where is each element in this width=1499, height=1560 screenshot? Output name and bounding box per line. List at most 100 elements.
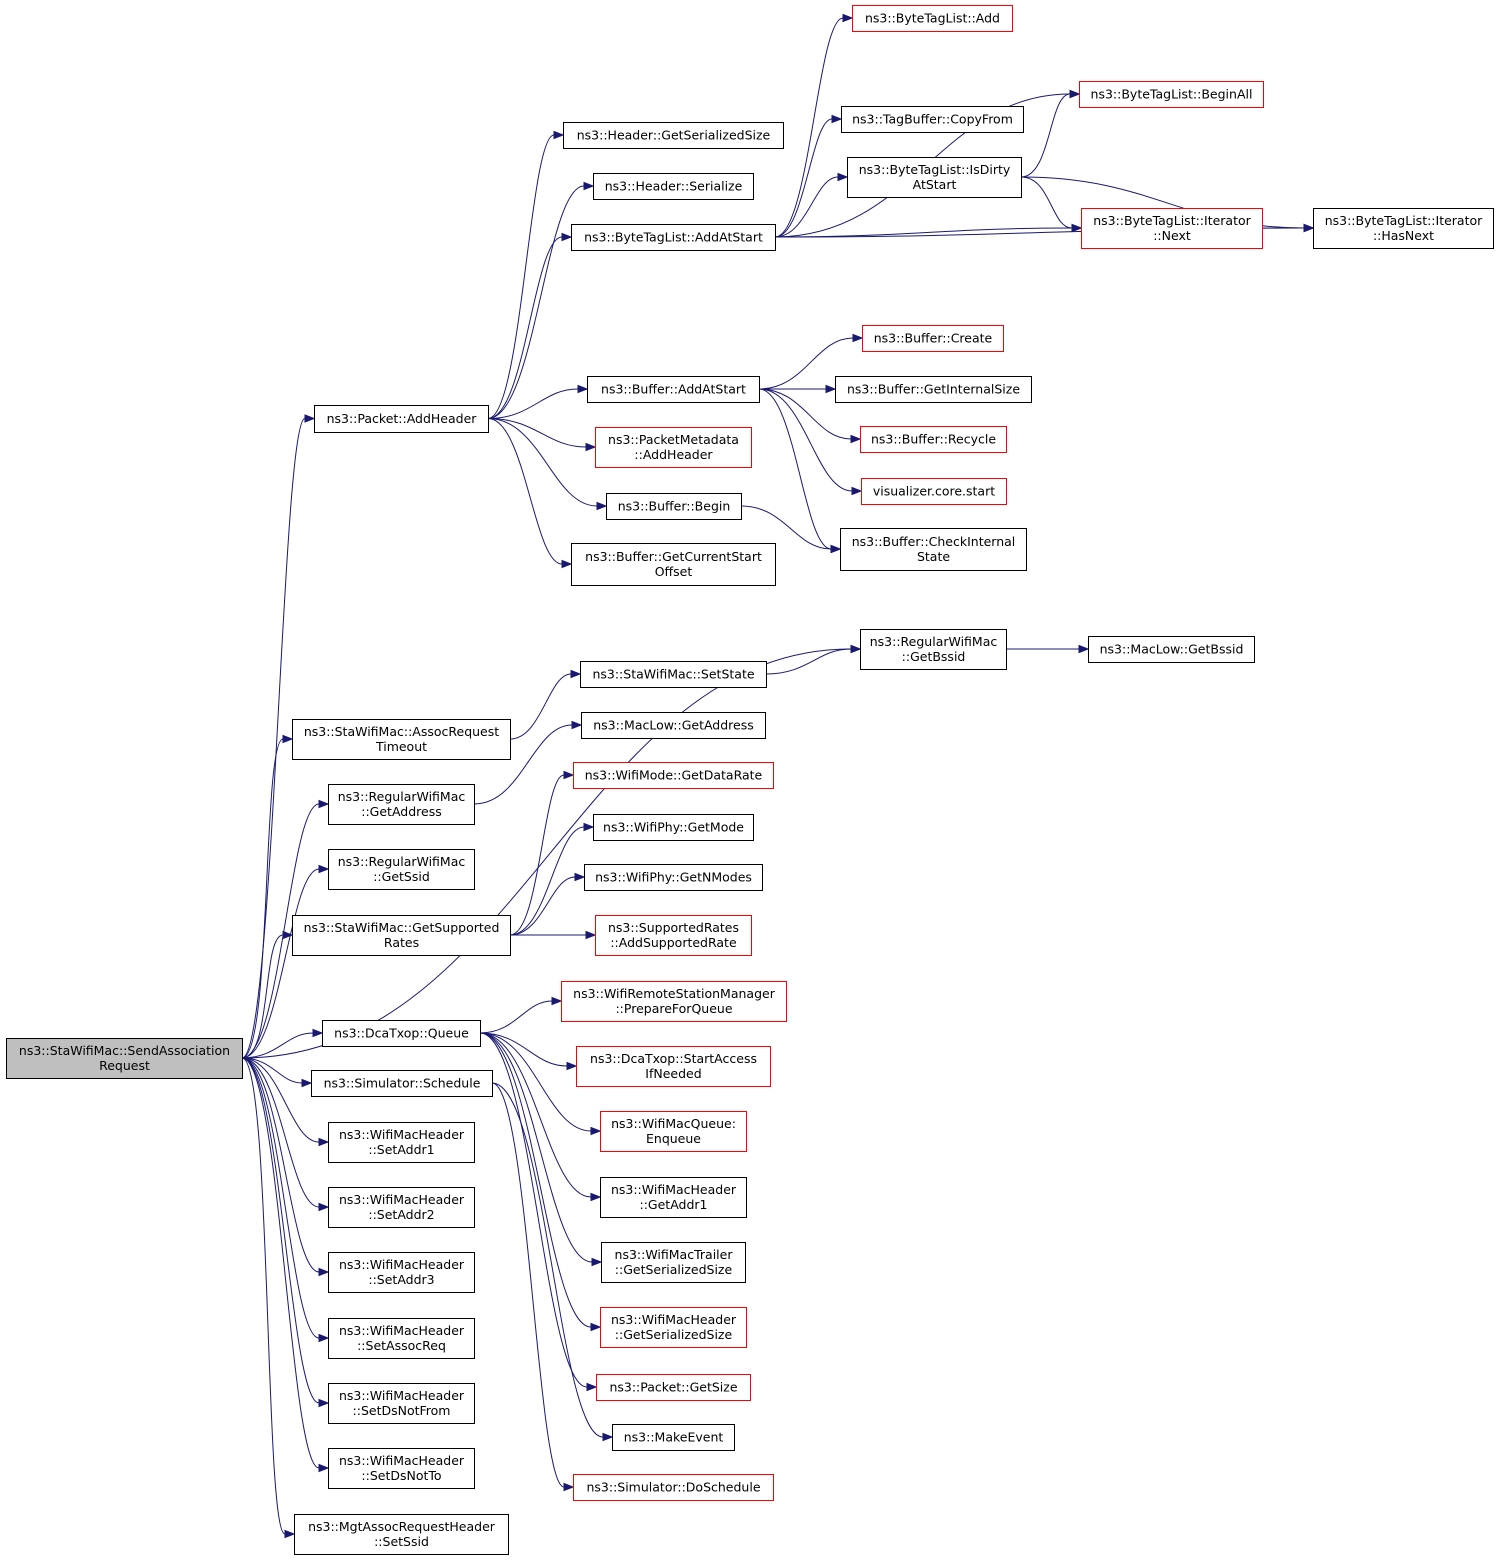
- arrowhead: [1303, 223, 1315, 233]
- node-label: ns3::WifiMacHeader: [339, 1388, 465, 1403]
- edge-assoc_timeout-to-sta_set_state: [509, 669, 582, 740]
- node-wrsm_prepare_for_queue[interactable]: ns3::WifiRemoteStationManager::PrepareFo…: [561, 981, 787, 1022]
- node-label: ::AddHeader: [634, 447, 713, 462]
- edge-root-to-get_supported_rates: [241, 930, 294, 1059]
- arrowhead: [591, 1257, 603, 1267]
- edge-sta_set_state-to-get_bssid: [765, 644, 862, 675]
- node-label: ::SetAddr1: [368, 1142, 434, 1157]
- arrowhead: [318, 799, 330, 809]
- node-label: ::AddSupportedRate: [610, 935, 737, 950]
- node-label: ns3::Simulator::Schedule: [324, 1076, 481, 1091]
- node-wmq_enqueue[interactable]: ns3::WifiMacQueue:Enqueue: [600, 1111, 747, 1152]
- arrowhead: [1071, 223, 1083, 233]
- node-hdr_get_serialized_size[interactable]: ns3::Header::GetSerializedSize: [563, 122, 784, 149]
- node-wm_get_data_rate[interactable]: ns3::WifiMode::GetDataRate: [573, 762, 774, 789]
- arrowhead: [318, 1333, 330, 1343]
- node-set_assoc_req[interactable]: ns3::WifiMacHeader::SetAssocReq: [328, 1318, 475, 1359]
- node-get_bssid[interactable]: ns3::RegularWifiMac::GetBssid: [860, 629, 1007, 670]
- arrowhead: [590, 1322, 602, 1332]
- node-pkt_get_size[interactable]: ns3::Packet::GetSize: [596, 1374, 751, 1401]
- node-box: [861, 478, 1007, 505]
- edge-line: [774, 176, 839, 238]
- node-buf_recycle[interactable]: ns3::Buffer::Recycle: [860, 426, 1007, 453]
- edge-rw_get_address-to-maclow_get_address: [473, 720, 583, 805]
- node-box: [600, 1111, 747, 1152]
- edge-root-to-set_ds_not_to: [241, 1057, 330, 1473]
- edge-btl_add_at_start-to-btl_add: [774, 13, 854, 238]
- node-set_addr2[interactable]: ns3::WifiMacHeader::SetAddr2: [328, 1187, 475, 1228]
- node-wmh_get_addr1[interactable]: ns3::WifiMacHeader::GetAddr1: [600, 1177, 747, 1218]
- node-label: ns3::WifiMacHeader: [339, 1453, 465, 1468]
- node-rw_get_ssid[interactable]: ns3::RegularWifiMac::GetSsid: [328, 849, 475, 890]
- node-mgt_set_ssid[interactable]: ns3::MgtAssocRequestHeader::SetSsid: [294, 1514, 509, 1555]
- edge-line: [487, 418, 563, 565]
- node-set_addr3[interactable]: ns3::WifiMacHeader::SetAddr3: [328, 1252, 475, 1293]
- node-label: Offset: [655, 564, 693, 579]
- node-label: ns3::ByteTagList::AddAtStart: [584, 230, 763, 245]
- node-label: ns3::ByteTagList::Iterator: [1325, 213, 1483, 228]
- node-btl_add_at_start[interactable]: ns3::ByteTagList::AddAtStart: [571, 224, 776, 251]
- node-btl_it_has_next[interactable]: ns3::ByteTagList::Iterator::HasNext: [1313, 208, 1494, 249]
- node-make_event[interactable]: ns3::MakeEvent: [612, 1424, 735, 1451]
- node-buf_begin[interactable]: ns3::Buffer::Begin: [606, 493, 742, 520]
- node-box: [600, 1307, 747, 1348]
- node-viz_core_start[interactable]: visualizer.core.start: [861, 478, 1007, 505]
- node-wmh_get_serialized_size[interactable]: ns3::WifiMacHeader::GetSerializedSize: [600, 1307, 747, 1348]
- node-box: [311, 1070, 493, 1097]
- node-sim_do_schedule[interactable]: ns3::Simulator::DoSchedule: [573, 1474, 774, 1501]
- node-set_addr1[interactable]: ns3::WifiMacHeader::SetAddr1: [328, 1122, 475, 1163]
- node-wmt_get_serialized_size[interactable]: ns3::WifiMacTrailer::GetSerializedSize: [601, 1242, 746, 1283]
- edge-layer: [241, 13, 1315, 1539]
- node-box: [328, 1187, 475, 1228]
- node-phy_get_mode[interactable]: ns3::WifiPhy::GetMode: [593, 814, 754, 841]
- edge-line: [1020, 176, 1073, 229]
- node-dca_queue[interactable]: ns3::DcaTxop::Queue: [322, 1020, 481, 1047]
- node-tb_copy_from[interactable]: ns3::TagBuffer::CopyFrom: [841, 106, 1024, 133]
- node-set_ds_not_from[interactable]: ns3::WifiMacHeader::SetDsNotFrom: [328, 1383, 475, 1424]
- node-maclow_get_bssid[interactable]: ns3::MacLow::GetBssid: [1088, 636, 1255, 663]
- node-rw_get_address[interactable]: ns3::RegularWifiMac::GetAddress: [328, 784, 475, 825]
- node-box: [580, 661, 767, 688]
- node-hdr_serialize[interactable]: ns3::Header::Serialize: [593, 173, 754, 200]
- node-pm_add_header[interactable]: ns3::PacketMetadata::AddHeader: [595, 427, 752, 468]
- node-box: [600, 1177, 747, 1218]
- edge-add_header-to-btl_add_at_start: [487, 232, 573, 419]
- arrowhead: [570, 669, 582, 679]
- node-box: [328, 1383, 475, 1424]
- node-sta_set_state[interactable]: ns3::StaWifiMac::SetState: [580, 661, 767, 688]
- node-maclow_get_address[interactable]: ns3::MacLow::GetAddress: [581, 712, 766, 739]
- node-phy_get_n_modes[interactable]: ns3::WifiPhy::GetNModes: [584, 864, 763, 891]
- arrowhead: [850, 644, 862, 654]
- node-buf_add_at_start[interactable]: ns3::Buffer::AddAtStart: [587, 376, 760, 403]
- node-sim_schedule[interactable]: ns3::Simulator::Schedule: [311, 1070, 493, 1097]
- node-add_header[interactable]: ns3::Packet::AddHeader: [314, 405, 489, 433]
- node-set_ds_not_to[interactable]: ns3::WifiMacHeader::SetDsNotTo: [328, 1448, 475, 1489]
- node-box: [328, 849, 475, 890]
- node-btl_it_next[interactable]: ns3::ByteTagList::Iterator::Next: [1081, 208, 1263, 249]
- edge-add_header-to-hdr_serialize: [487, 181, 595, 419]
- node-btl_begin_all[interactable]: ns3::ByteTagList::BeginAll: [1079, 81, 1264, 108]
- edge-line: [241, 1057, 320, 1273]
- edge-line: [487, 418, 598, 507]
- node-buf_create[interactable]: ns3::Buffer::Create: [862, 325, 1004, 352]
- node-btl_add[interactable]: ns3::ByteTagList::Add: [852, 5, 1013, 32]
- node-box: [292, 915, 511, 956]
- node-buf_get_internal_size[interactable]: ns3::Buffer::GetInternalSize: [835, 376, 1032, 403]
- arrowhead: [551, 996, 563, 1006]
- node-sr_add_supported_rate[interactable]: ns3::SupportedRates::AddSupportedRate: [595, 915, 752, 956]
- arrowhead: [282, 930, 294, 940]
- arrowhead: [318, 1267, 330, 1277]
- node-label: Request: [99, 1058, 150, 1073]
- edge-line: [765, 648, 852, 675]
- edge-root-to-set_ds_not_from: [241, 1057, 330, 1408]
- edge-line: [758, 388, 852, 440]
- edge-line: [774, 118, 833, 238]
